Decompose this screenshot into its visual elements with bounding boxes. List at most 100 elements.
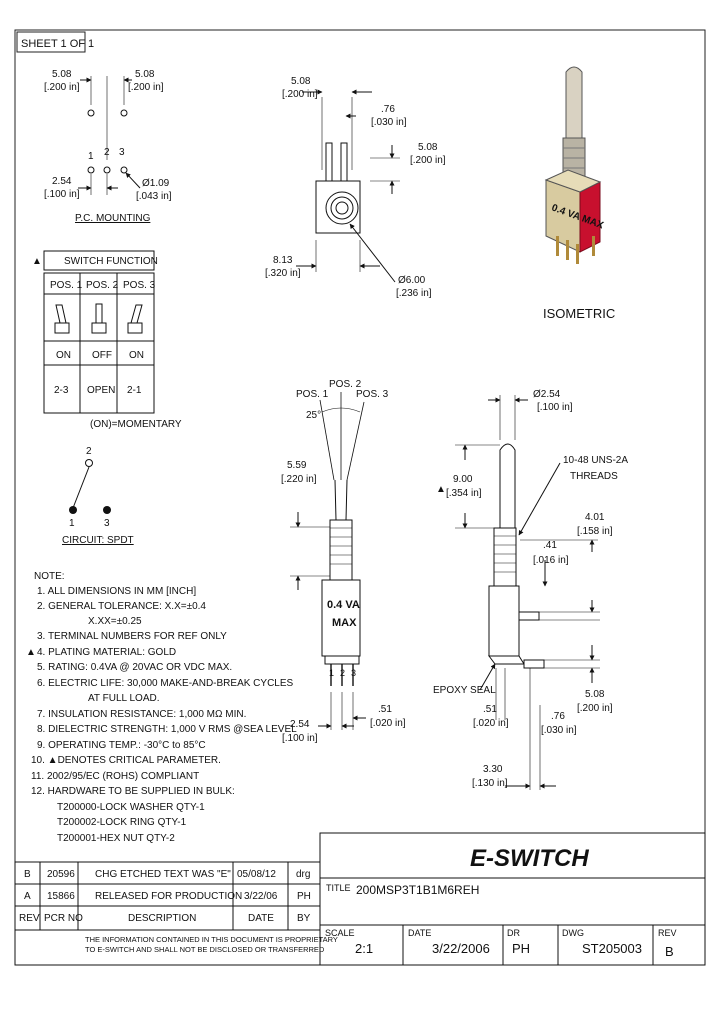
front-dim-pin-mm: .76 [381,104,395,115]
side-label-line2: MAX [332,617,357,629]
note-line: T200001-HEX NUT QTY-2 [57,833,175,844]
profile-dim-pin2-in: [.030 in] [541,725,577,736]
notes: NOTE: 1. ALL DIMENSIONS IN MM [INCH] 2. … [26,571,297,844]
profile-view: Ø2.54 [.100 in] ▲ 9.00 [.354 in] 10-48 U… [433,389,628,790]
note-line: 9. OPERATING TEMP.: -30°C to 85°C [37,740,206,751]
rev-value: B [665,944,674,959]
sf-conn-3: 2-1 [127,385,142,396]
rev-label: REV [658,928,677,938]
rev-row-b-by: drg [296,869,310,880]
profile-dim-thread-mm: 4.01 [585,512,605,523]
pc-pin-1: 1 [88,151,94,162]
profile-dim-pin-in: [.020 in] [473,718,509,729]
rev-row-a-pcr: 15866 [47,891,75,902]
isometric-view: 0.4 VA MAX ISOMETRIC [543,66,615,321]
front-dim-width-mm: 5.08 [291,76,311,87]
toggle-left-icon [54,304,70,334]
pc-pitch-mm: 2.54 [52,176,72,187]
front-dim-right-in: [.200 in] [410,155,446,166]
notes-title: NOTE: [34,571,65,582]
rev-row-b-rev: B [24,869,31,880]
rev-row-b-date: 05/08/12 [237,869,276,880]
title-block: E-SWITCH TITLE 200MSP3T1B1M6REH SCALE 2:… [319,832,706,966]
pc-mounting-label: P.C. MOUNTING [75,213,151,224]
dwg-label: DWG [562,928,584,938]
profile-dim-handle-mm: 9.00 [453,474,473,485]
note-line: T200000-LOCK WASHER QTY-1 [57,802,205,813]
scale-value: 2:1 [355,941,373,956]
side-pos-2: POS. 2 [329,379,362,390]
svg-text:▲: ▲ [32,256,42,267]
rev-header-pcr: PCR NO [44,913,83,924]
side-dim-height-mm: 5.59 [287,460,307,471]
circuit-diagram: 2 1 3 CIRCUIT: SPDT [62,446,134,546]
pc-hole-mm: Ø1.09 [142,178,170,189]
sf-conn-1: 2-3 [54,385,69,396]
rev-row-b-pcr: 20596 [47,869,75,880]
note-line: 2. GENERAL TOLERANCE: X.X=±0.4 [37,601,206,612]
profile-dim-gap-mm: .41 [543,540,557,551]
side-label-line1: 0.4 VA [327,599,360,611]
note-line: 8. DIELECTRIC STRENGTH: 1,000 V RMS @SEA… [37,724,297,735]
svg-text:▲: ▲ [26,647,36,658]
profile-dim-handle-in: [.354 in] [446,488,482,499]
front-dim-width-in: [.200 in] [282,89,318,100]
isometric-label: ISOMETRIC [543,306,615,321]
side-pos-1: POS. 1 [296,389,329,400]
circuit-pin-1: 1 [69,518,75,529]
pc-dim-left-mm: 5.08 [52,69,72,80]
rev-header-by: BY [297,913,311,924]
dr-value: PH [512,941,530,956]
front-view: 5.08 [.200 in] .76 [.030 in] 5.08 [.200 … [265,76,446,299]
pc-pin-2: 2 [104,147,110,158]
profile-threads-line2: THREADS [570,471,618,482]
profile-dim-len-mm: 3.30 [483,764,503,775]
sf-state-2: OFF [92,350,112,361]
side-dim-pin-in: [.020 in] [370,718,406,729]
side-view: POS. 1 POS. 2 POS. 3 25° 0.4 VA MAX 1 2 … [281,379,406,744]
profile-dim-lead-mm: 5.08 [585,689,605,700]
note-line: AT FULL LOAD. [88,693,160,704]
circuit-pin-2: 2 [86,446,92,457]
sf-conn-2: OPEN [87,385,115,396]
front-dim-pin-in: [.030 in] [371,117,407,128]
note-line: 7. INSULATION RESISTANCE: 1,000 MΩ MIN. [37,709,246,720]
dr-label: DR [507,928,520,938]
note-line: 6. ELECTRIC LIFE: 30,000 MAKE-AND-BREAK … [37,678,294,689]
title-label: TITLE [326,883,351,893]
profile-dim-pin2-mm: .76 [551,711,565,722]
profile-dim-gap-in: [.016 in] [533,555,569,566]
sf-pos-3: POS. 3 [123,280,156,291]
scale-label: SCALE [325,928,355,938]
rev-row-a-desc: RELEASED FOR PRODUCTION [95,891,242,902]
toggle-right-icon [127,304,143,334]
date-value: 3/22/2006 [432,941,490,956]
pc-dim-left-in: [.200 in] [44,82,80,93]
side-dim-pin-mm: .51 [378,704,392,715]
rev-row-b-desc: CHG ETCHED TEXT WAS "E" [95,869,231,880]
switch-function-table: ▲ SWITCH FUNCTION POS. 1 POS. 2 POS. 3 O… [32,250,182,430]
rev-header-rev: REV [19,913,40,924]
front-dim-body-in: [.320 in] [265,268,301,279]
confidential-line2: TO E-SWITCH AND SHALL NOT BE DISCLOSED O… [85,945,325,954]
rev-header-desc: DESCRIPTION [128,913,196,924]
note-line: 1. ALL DIMENSIONS IN MM [INCH] [37,586,196,597]
circuit-label: CIRCUIT: SPDT [62,535,134,546]
rev-header-date: DATE [248,913,274,924]
pc-pitch-in: [.100 in] [44,189,80,200]
note-line: 10. ▲DENOTES CRITICAL PARAMETER. [31,755,221,766]
side-pin-1: 1 [329,668,334,678]
sheet-label: SHEET 1 OF 1 [21,38,94,50]
sf-pos-1: POS. 1 [50,280,83,291]
profile-dim-lead-in: [.200 in] [577,703,613,714]
side-angle: 25° [306,410,321,421]
pc-dim-right-mm: 5.08 [135,69,155,80]
profile-dim-dia-in: [.100 in] [537,402,573,413]
revision-table: B 20596 CHG ETCHED TEXT WAS "E" 05/08/12… [14,861,338,966]
sheet-box [16,31,86,53]
logo-text: E-SWITCH [470,845,589,872]
note-line: X.XX=±0.25 [88,616,142,627]
svg-text:▲: ▲ [436,484,446,495]
pc-mounting-view: 5.08 [.200 in] 5.08 [.200 in] 1 2 3 2.54… [44,69,172,224]
